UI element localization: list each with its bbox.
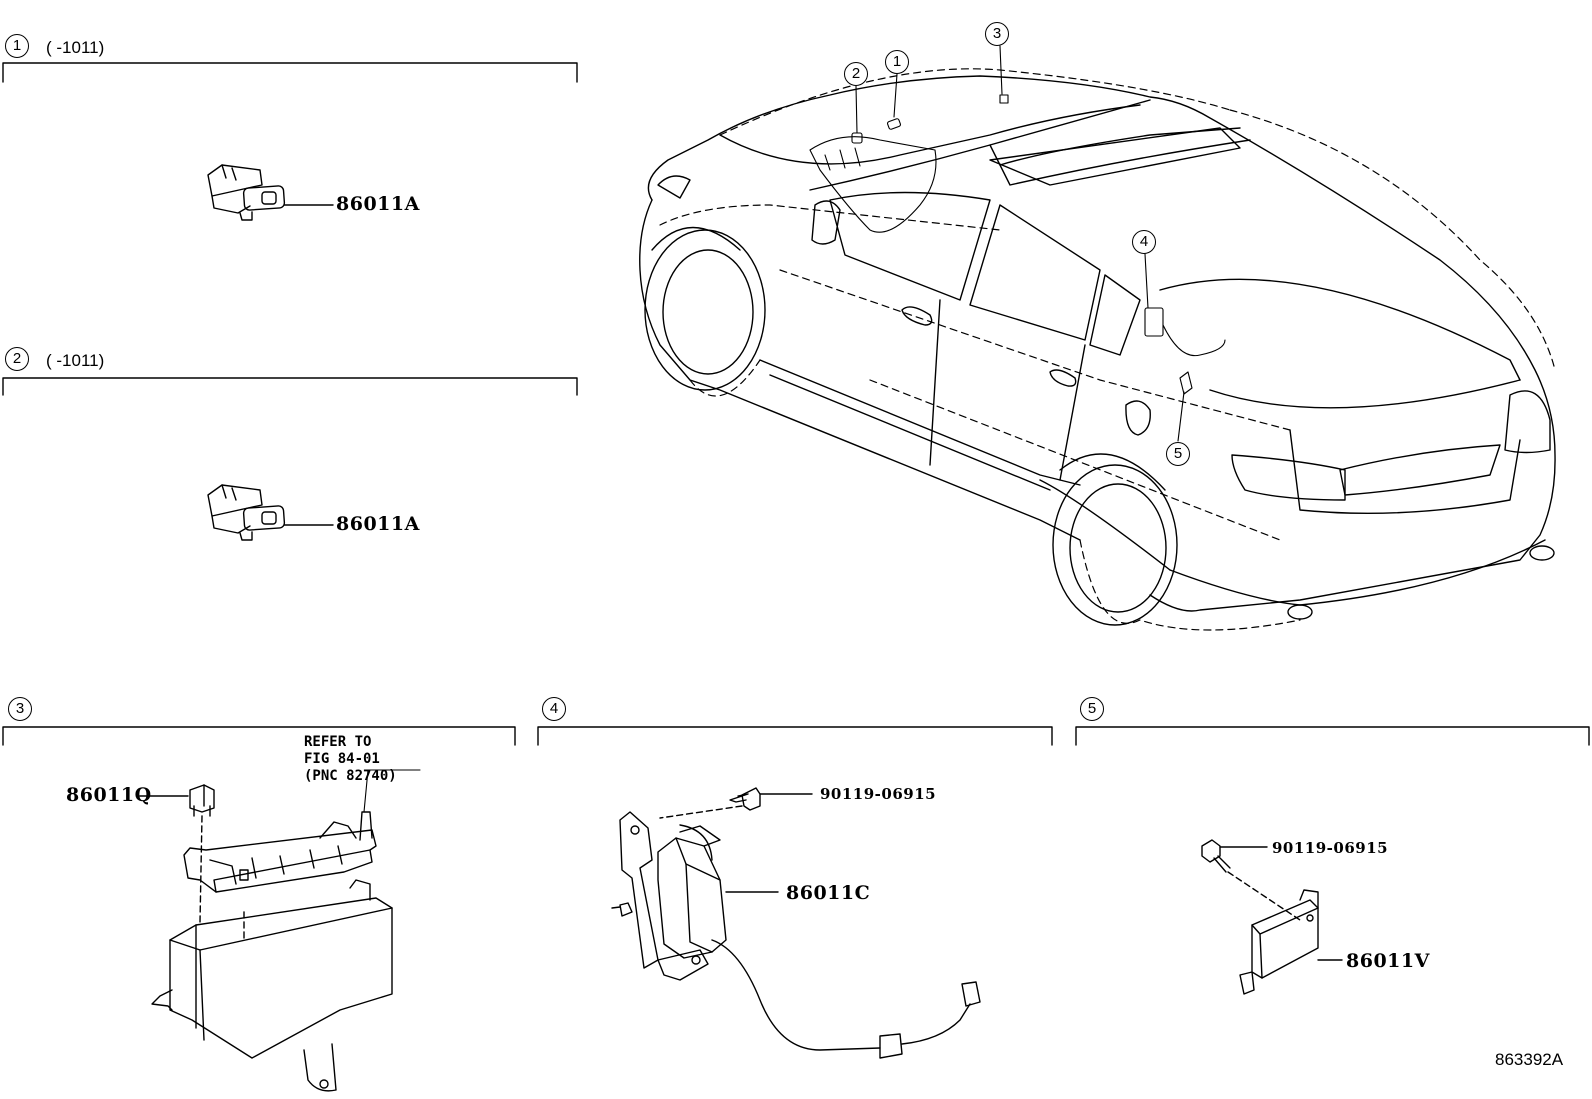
section-2-marker: 2	[5, 347, 29, 371]
module-86011v	[1239, 889, 1343, 995]
ecu-box	[151, 879, 393, 1092]
part-label-bolt-s5: 90119-06915	[1272, 839, 1389, 857]
vehicle-outline	[639, 75, 1556, 626]
section-1-code: ( -1011)	[46, 38, 105, 57]
section-1-marker: 1	[5, 34, 29, 58]
car-callout-3: 3	[985, 22, 1009, 46]
relay-86011q	[139, 784, 215, 923]
section-1-bracket	[2, 62, 578, 83]
section-2-code: ( -1011)	[46, 351, 105, 370]
bolt-90119-5	[1201, 839, 1301, 921]
vehicle-hidden-lines	[659, 68, 1556, 631]
module-86011c	[611, 811, 981, 1059]
section-4-bracket	[537, 726, 1053, 746]
car-callout-1: 1	[885, 50, 909, 74]
part-label-bolt-s4: 90119-06915	[820, 785, 937, 803]
part-label-86011a-s1: 86011A	[336, 193, 420, 215]
car-callout-5: 5	[1166, 442, 1190, 466]
section-3-marker: 3	[8, 697, 32, 721]
connector-86011a-2	[207, 484, 334, 541]
dashboard-detail	[809, 94, 1226, 395]
connector-86011a-1	[207, 164, 334, 221]
car-callout-leaders	[855, 45, 1185, 442]
car-callout-2: 2	[844, 62, 868, 86]
part-label-86011v: 86011V	[1346, 950, 1430, 972]
section-4-marker: 4	[542, 697, 566, 721]
part-label-86011q: 86011Q	[66, 784, 152, 806]
section-5-marker: 5	[1080, 697, 1104, 721]
bolt-90119-4	[659, 787, 813, 819]
section-3-bracket	[2, 726, 516, 746]
car-callout-4: 4	[1132, 230, 1156, 254]
part-label-86011c: 86011C	[786, 882, 871, 904]
section-5-bracket	[1075, 726, 1590, 746]
junction-block-upper	[183, 769, 421, 893]
section-2-bracket	[2, 377, 578, 396]
figure-number: 863392A	[1495, 1050, 1564, 1069]
refer-note: REFER TO FIG 84-01 (PNC 82740)	[304, 734, 397, 784]
part-label-86011a-s2: 86011A	[336, 513, 420, 535]
